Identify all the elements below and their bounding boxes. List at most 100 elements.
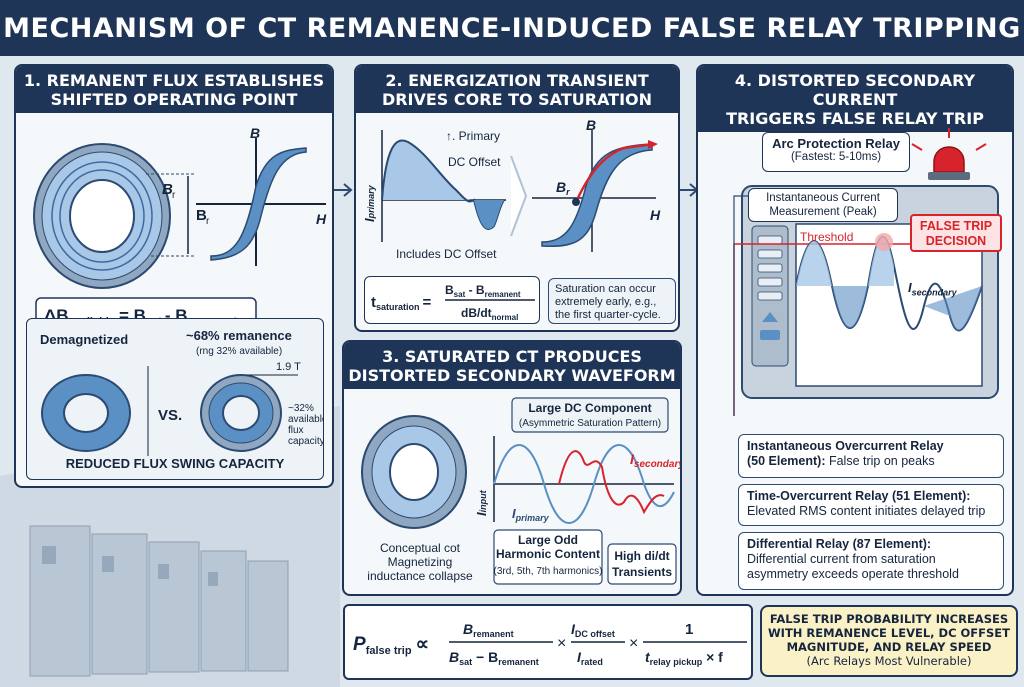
avail-line4: capacity [288, 436, 324, 447]
relay-item-51: Time-Overcurrent Relay (51 Element): Ele… [738, 484, 1004, 526]
harmonic-title-2: Harmonic Content [496, 547, 600, 561]
vs-label: VS. [158, 407, 182, 424]
panel-energization: 2. ENERGIZATION TRANSIENT DRIVES CORE TO… [354, 64, 680, 332]
remanence-label: ~68% remanence [186, 328, 292, 343]
warning-line-3: MAGNITUDE, AND RELAY SPEED [786, 640, 992, 654]
warning-line-1: FALSE TRIP PROBABILITY INCREASES [769, 612, 1009, 626]
relay-item-50: Instantaneous Overcurrent Relay (50 Elem… [738, 434, 1004, 478]
axis-b-label-2: B [586, 117, 596, 133]
harmonic-list: (3rd, 5th, 7th harmonics) [494, 566, 603, 577]
false-trip-warning: FALSE TRIP PROBABILITY INCREASES WITH RE… [760, 605, 1018, 677]
relay-name-box: Arc Protection Relay (Fastest: 5-10ms) [762, 132, 910, 172]
core-caption-3: inductance collapse [367, 569, 473, 583]
saturation-path [574, 142, 655, 203]
relay-50-name2: (50 Element): [747, 454, 826, 468]
alarm-beacon-icon [911, 128, 987, 180]
panel1-heading-line2: SHIFTED OPERATING POINT [50, 90, 298, 109]
didt-label-2: Transients [612, 565, 672, 579]
tesla-label: 1.9 T [276, 361, 301, 373]
arrow-right-icon [334, 183, 353, 197]
demagnetized-core-icon [41, 374, 131, 452]
comparison-diagram: Demagnetized ~68% remanence (rng 32% ava… [40, 328, 324, 471]
br-span-label: B [196, 207, 207, 224]
false-trip-line-2: DECISION [925, 234, 987, 248]
svg-text:trelay pickup × f: trelay pickup × f [645, 649, 723, 667]
i-primary-axis-label: Iprimary [362, 184, 377, 222]
measure-line-1: Instantaneous Current [766, 192, 880, 204]
svg-text:Bremanent: Bremanent [463, 621, 514, 639]
trip-spark-icon [875, 233, 893, 251]
core-caption-1: Conceptual cot [380, 541, 461, 555]
panel1-heading-line1: 1. REMANENT FLUX ESTABLISHES [23, 71, 325, 90]
svg-text:Bsat - Bremanent: Bsat - Bremanent [445, 283, 521, 299]
avail-line2: available [288, 414, 324, 425]
svg-text:dB/dtnormal: dB/dtnormal [461, 306, 518, 322]
false-trip-probability-formula: Pfalse trip∝ Bremanent Bsat − Bremanent … [343, 604, 753, 680]
remanence-sub: (rng 32% available) [196, 346, 282, 357]
panel2-heading: 2. ENERGIZATION TRANSIENT DRIVES CORE TO… [356, 66, 678, 113]
primary-sine-wave [493, 444, 675, 524]
i-input-label: Iinput [474, 489, 489, 516]
ct-core-icon [33, 143, 171, 289]
relay-50-name: Instantaneous Overcurrent Relay [747, 439, 944, 453]
t-saturation-formula: tsaturation= Bsat - Bremanent dB/dtnorma… [364, 276, 540, 324]
avail-line3: flux [288, 425, 304, 436]
i-primary-label: Iprimary [512, 506, 550, 523]
formula-p: Pfalse trip∝ [353, 634, 429, 657]
relay-51-name: Time-Overcurrent Relay (51 Element): [747, 489, 971, 503]
panel-remanent-flux: 1. REMANENT FLUX ESTABLISHES SHIFTED OPE… [14, 64, 334, 488]
panel3-heading: 3. SATURATED CT PRODUCES DISTORTED SECON… [344, 342, 680, 389]
measure-line-2: Measurement (Peak) [769, 206, 877, 218]
saturation-note: Saturation can occur extremely early, e.… [548, 278, 676, 324]
reduced-swing-caption: REDUCED FLUX SWING CAPACITY [66, 456, 285, 471]
relay-name: Arc Protection Relay [772, 136, 900, 151]
didt-label-1: High di/dt [614, 549, 669, 563]
svg-text:IDC offset: IDC offset [571, 621, 615, 639]
panel2-heading-line2: DRIVES CORE TO SATURATION [381, 90, 653, 109]
remanent-core-icon [200, 374, 282, 452]
title-bar: MECHANISM OF CT REMANENCE-INDUCED FALSE … [0, 0, 1024, 56]
panel3-diagram: Conceptual cot Magnetizing inductance co… [361, 397, 682, 585]
panel3-heading-line1: 3. SATURATED CT PRODUCES [382, 347, 642, 366]
saturated-core-icon [361, 415, 467, 529]
panel2-heading-line1: 2. ENERGIZATION TRANSIENT [385, 71, 649, 90]
panel4-heading: 4. DISTORTED SECONDARY CURRENT TRIGGERS … [698, 66, 1012, 132]
warning-line-2: WITH REMANENCE LEVEL, DC OFFSET [768, 626, 1010, 640]
hysteresis-loop [210, 147, 307, 261]
relay-i-secondary-label: Isecondary [908, 280, 957, 298]
false-trip-decision-box: FALSE TRIP DECISION [910, 214, 1002, 252]
br-span-sub: r [206, 216, 210, 227]
harmonic-title-1: Large Odd [518, 533, 578, 547]
dc-offset-label: DC Offset [448, 155, 501, 169]
svg-text:Irated: Irated [577, 649, 603, 667]
axis-h-label: H [316, 211, 327, 227]
avail-line1: ~32% [288, 403, 314, 414]
i-secondary-label: Isecondary [630, 451, 682, 470]
relay-50-desc: False trip on peaks [825, 454, 935, 468]
panel3-heading-line2: DISTORTED SECONDARY WAVEFORM [348, 366, 676, 385]
relay-speed: (Fastest: 5-10ms) [790, 151, 882, 163]
large-dc-label: Large DC Component [528, 401, 651, 415]
formula-one: 1 [685, 621, 693, 638]
panel-distorted-waveform: 3. SATURATED CT PRODUCES DISTORTED SECON… [342, 340, 682, 596]
relay-51-desc: Elevated RMS content initiates delayed t… [747, 504, 986, 518]
panel4-heading-line1: 4. DISTORTED SECONDARY CURRENT [734, 71, 976, 109]
svg-text:Bsat − Bremanent: Bsat − Bremanent [449, 649, 539, 667]
relay-item-87: Differential Relay (87 Element): Differe… [738, 532, 1004, 590]
br-label: B [162, 181, 173, 198]
br-point-label: Br [556, 179, 570, 197]
relay-87-name: Differential Relay (87 Element): [747, 537, 932, 551]
includes-dc-label: Includes DC Offset [396, 247, 497, 261]
times-2: × [629, 635, 638, 652]
relay-87-desc: Differential current from saturation asy… [747, 552, 959, 581]
up-arrow-icon [762, 312, 778, 322]
times-1: × [557, 635, 566, 652]
threshold-label: Threshold [800, 230, 854, 244]
axis-h-label-2: H [650, 207, 661, 223]
secondary-distorted-wave [558, 450, 665, 515]
panel1-diagram: B r B r B H ΔBavailable= Bsat- Bremanent [33, 125, 327, 331]
warning-sub: (Arc Relays Most Vulnerable) [806, 654, 972, 668]
panel1-heading: 1. REMANENT FLUX ESTABLISHES SHIFTED OPE… [16, 66, 332, 113]
core-caption-2: Magnetizing [388, 555, 453, 569]
measurement-box: Instantaneous Current Measurement (Peak) [748, 188, 898, 222]
